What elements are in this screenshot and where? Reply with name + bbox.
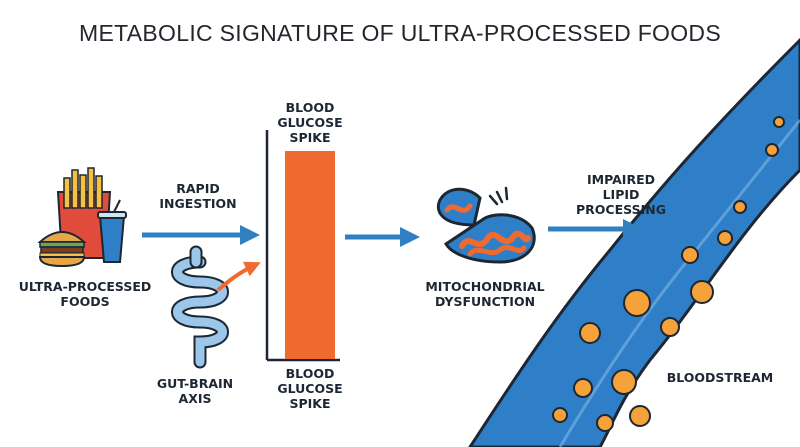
mitochondria-icon [436,186,536,264]
glucose-spike-bar [265,130,340,362]
blood-vessel-icon [468,37,800,447]
page-title: METABOLIC SIGNATURE OF ULTRA-PROCESSED F… [79,20,721,46]
label-gut-brain-axis: GUT-BRAIN AXIS [156,376,234,406]
label-glucose-spike-top: BLOOD GLUCOSE SPIKE [277,100,343,145]
label-rapid-ingestion: RAPID INGESTION [159,181,237,211]
fast-food-icon [37,167,127,268]
label-bloodstream: BLOODSTREAM [666,370,774,385]
label-ultra-processed-foods: ULTRA-PROCESSED FOODS [18,279,152,309]
label-mitochondrial-dysfunction: MITOCHONDRIAL DYSFUNCTION [425,279,545,309]
arrow-gut-to-spike [216,261,261,292]
label-glucose-spike-bottom: BLOOD GLUCOSE SPIKE [277,366,343,411]
gut-icon [171,245,229,369]
label-impaired-lipid-processing: IMPAIRED LIPID PROCESSING [576,172,666,217]
